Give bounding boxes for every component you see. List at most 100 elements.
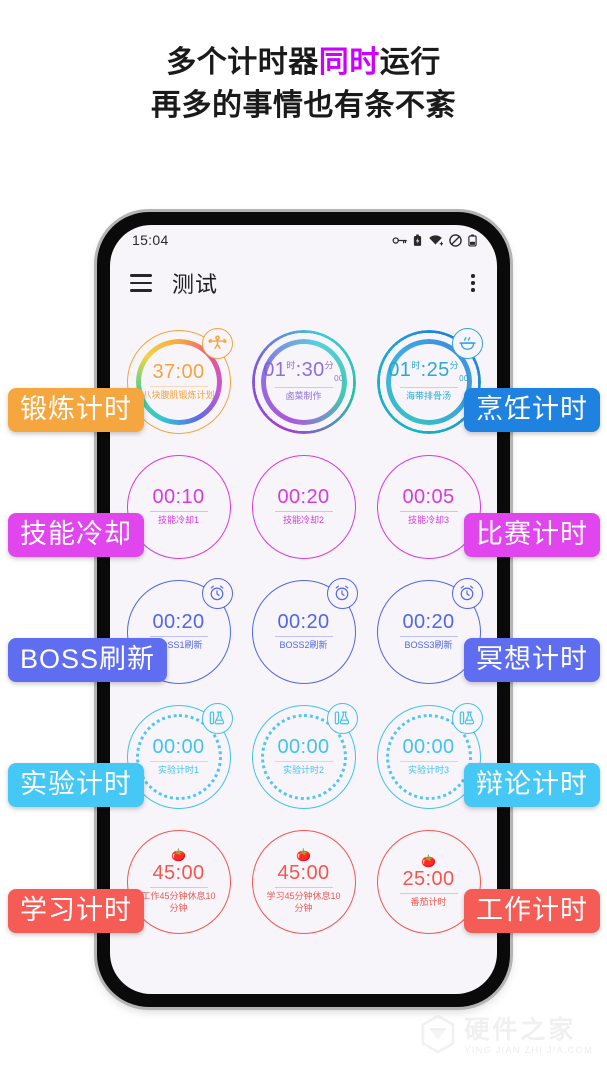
alarm-clock-icon[interactable] [201,577,233,609]
flask-icon[interactable] [326,702,358,734]
timer-grid: 37:00八块腹肌锻炼计划01时:30分00卤菜制作01时:25分00海带排骨汤… [110,311,497,944]
headline-line1-post: 运行 [379,46,441,79]
timer-ring-outer [251,704,356,809]
timer-cell[interactable]: 37:00八块腹肌锻炼计划 [120,319,238,444]
callout-label-right-1: 比赛计时 [464,513,600,558]
timer-dial[interactable]: 01时:30分00卤菜制作 [251,329,356,434]
timer-divider [149,760,208,762]
more-vertical-icon[interactable] [467,270,479,296]
callout-label-left-1: 技能冷却 [8,513,144,558]
callout-label-right-0: 烹饪计时 [464,388,600,433]
timer-ring-outer [126,329,231,434]
timer-ring-outer [376,454,481,559]
callout-label-right-4: 工作计时 [464,889,600,934]
timer-ring-outer [376,579,481,684]
timer-ring-ticks [260,713,347,800]
timer-ring-outer [126,704,231,809]
hamburger-icon[interactable] [130,274,152,292]
flask-icon[interactable] [201,702,233,734]
phone-screen: 15:04 测试 [110,225,497,994]
headline-accent: 同时 [318,46,380,79]
timer-ring-outer [126,579,231,684]
timer-divider [274,510,333,512]
timer-divider [149,635,208,637]
status-icon-group [392,233,477,247]
app-bar: 测试 [110,255,497,311]
timer-ring-outer [376,704,481,809]
status-bar: 15:04 [110,225,497,255]
timer-ring-outer [126,829,231,934]
watermark-en: YING JIAN ZHI JIA.COM [464,1044,593,1056]
timer-ring-outer [251,454,356,559]
timer-divider [149,887,208,889]
callout-label-right-3: 辩论计时 [464,763,600,808]
headline-line-2: 再多的事情也有条不紊 [151,88,456,122]
callout-label-left-0: 锻炼计时 [8,388,144,433]
timer-ring-outer [251,829,356,934]
timer-ring-outer [376,829,481,934]
timer-cell[interactable]: 01时:30分00卤菜制作 [245,319,363,444]
battery-saver-icon [413,233,422,247]
timer-divider [399,635,458,637]
timer-divider [149,510,208,512]
callout-label-left-3: 实验计时 [8,763,144,808]
timer-divider [274,387,333,389]
timer-divider [399,760,458,762]
hexagon-diamond-icon [421,1014,455,1058]
timer-cell[interactable]: 01时:25分00海带排骨汤 [370,319,488,444]
weightlifter-icon[interactable] [201,327,233,359]
timer-divider [274,760,333,762]
callout-label-right-2: 冥想计时 [464,638,600,683]
watermark-text: 硬件之家 YING JIAN ZHI JIA.COM [464,1015,593,1056]
timer-dial[interactable]: 01时:25分00海带排骨汤 [376,327,483,434]
timer-divider [274,887,333,889]
timer-ring-ticks [385,713,472,800]
timer-ring-ticks [135,713,222,800]
page-headline: 多个计时器同时运行 再多的事情也有条不紊 [0,42,607,127]
wifi-icon [428,234,443,246]
cooking-pot-icon[interactable] [451,327,483,359]
headline-line1-pre: 多个计时器 [166,46,319,79]
alarm-clock-icon[interactable] [326,577,358,609]
callout-label-left-2: BOSS刷新 [8,638,168,683]
callout-label-left-4: 学习计时 [8,889,144,934]
timer-ring-outer [126,454,231,559]
watermark: 硬件之家 YING JIAN ZHI JIA.COM [421,1014,593,1058]
timer-divider [399,510,458,512]
headline-line-1: 多个计时器同时运行 [0,42,607,85]
alarm-clock-icon[interactable] [451,577,483,609]
timer-divider [399,892,458,894]
timer-ring-outer [251,579,356,684]
timer-ring-ticks [260,338,347,425]
timer-divider [149,385,208,387]
timer-divider [274,635,333,637]
timer-dial[interactable]: 37:00八块腹肌锻炼计划 [126,327,233,434]
watermark-cn: 硬件之家 [464,1015,577,1044]
flask-icon[interactable] [451,702,483,734]
phone-mockup: 15:04 测试 [97,212,510,1007]
